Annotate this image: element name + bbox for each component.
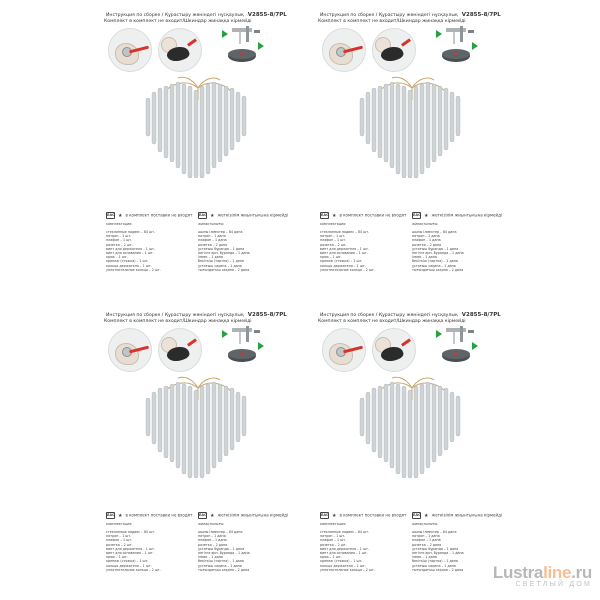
chandelier-image <box>145 376 247 479</box>
specs-left-list: стеклянные подвес – 84 шт. патрон – 1 шт… <box>320 230 375 272</box>
specs-left-header: комплектация: <box>106 222 133 226</box>
mounting-diagram <box>222 326 264 362</box>
eac-logo-kz-icon: ЕАС <box>198 512 207 519</box>
eac-logo-icon: EAC <box>320 212 329 219</box>
specs-left-header: комплектация: <box>106 522 133 526</box>
specs-left-list: стеклянные подвес – 84 шт. патрон – 1 шт… <box>106 230 161 272</box>
star-icon: ★ <box>210 212 215 219</box>
specs-right-list: шыны ілмектер – 84 дана патрон – 1 дана … <box>198 530 250 572</box>
not-included-label-kz: жеткізілім жиынтығына кірмейді <box>217 512 288 518</box>
icon-row: EAC★в комплект поставки не входят <box>106 512 192 519</box>
card-subtitle: Комплект в комплект не входит/Шкиндар жи… <box>318 19 466 24</box>
instruction-card: Инструкция по сборке / Құрастыру жөнінде… <box>314 12 514 272</box>
not-included-label-kz: жеткізілім жиынтығына кірмейді <box>431 212 502 218</box>
step-image-tool <box>158 28 202 72</box>
step-image-screw <box>322 28 366 72</box>
eac-logo-kz-icon: ЕАС <box>412 512 421 519</box>
card-title: Инструкция по сборке / Құрастыру жөнінде… <box>320 312 501 318</box>
chandelier-image <box>145 76 247 179</box>
mounting-diagram <box>436 326 478 362</box>
step-image-tool <box>372 328 416 372</box>
watermark-tagline: СВЕТЛЫЙ ДОМ <box>515 581 592 588</box>
step-image-screw <box>108 28 152 72</box>
step-image-tool <box>158 328 202 372</box>
icon-row-kz: ЕАС★жеткізілім жиынтығына кірмейді <box>412 212 502 219</box>
specs-right-list: шыны ілмектер – 84 дана патрон – 1 дана … <box>198 230 250 272</box>
icon-row-kz: ЕАС★жеткізілім жиынтығына кірмейді <box>198 512 288 519</box>
icon-row: EAC★в комплект поставки не входят <box>320 512 406 519</box>
card-title: Инструкция по сборке / Құрастыру жөнінде… <box>320 12 501 18</box>
specs-right-header: жинақтылығы: <box>198 222 225 226</box>
star-icon: ★ <box>424 512 429 519</box>
instruction-card: Инструкция по сборке / Құрастыру жөнінде… <box>100 12 300 272</box>
star-icon: ★ <box>210 512 215 519</box>
watermark-brand: Lustraline.ru <box>492 563 592 582</box>
not-included-label: в комплект поставки не входят <box>125 212 193 218</box>
not-included-label: в комплект поставки не входят <box>339 512 407 518</box>
instruction-card: Инструкция по сборке / Құрастыру жөнінде… <box>100 312 300 572</box>
card-subtitle: Комплект в комплект не входит/Шкиндар жи… <box>104 319 252 324</box>
star-icon: ★ <box>118 512 123 519</box>
card-title: Инструкция по сборке / Құрастыру жөнінде… <box>106 12 287 18</box>
mounting-diagram <box>436 26 478 62</box>
card-subtitle: Комплект в комплект не входит/Шкиндар жи… <box>318 319 466 324</box>
star-icon: ★ <box>332 212 337 219</box>
specs-left-list: стеклянные подвес – 84 шт. патрон – 1 шт… <box>106 530 161 572</box>
watermark: Lustraline.ru СВЕТЛЫЙ ДОМ <box>493 563 592 588</box>
specs-left-header: комплектация: <box>320 222 347 226</box>
specs-right-list: шыны ілмектер – 84 дана патрон – 1 дана … <box>412 230 464 272</box>
card-title: Инструкция по сборке / Құрастыру жөнінде… <box>106 312 287 318</box>
chandelier-image <box>359 376 461 479</box>
instruction-card: Инструкция по сборке / Құрастыру жөнінде… <box>314 312 514 572</box>
icon-row: EAC★в комплект поставки не входят <box>320 212 406 219</box>
eac-logo-kz-icon: ЕАС <box>412 212 421 219</box>
not-included-label-kz: жеткізілім жиынтығына кірмейді <box>217 212 288 218</box>
specs-right-header: жинақтылығы: <box>198 522 225 526</box>
icon-row-kz: ЕАС★жеткізілім жиынтығына кірмейді <box>412 512 502 519</box>
icon-row-kz: ЕАС★жеткізілім жиынтығына кірмейді <box>198 212 288 219</box>
step-image-screw <box>108 328 152 372</box>
eac-logo-icon: EAC <box>106 212 115 219</box>
specs-right-list: шыны ілмектер – 84 дана патрон – 1 дана … <box>412 530 464 572</box>
not-included-label: в комплект поставки не входят <box>339 212 407 218</box>
eac-logo-icon: EAC <box>106 512 115 519</box>
mounting-diagram <box>222 26 264 62</box>
specs-left-header: комплектация: <box>320 522 347 526</box>
eac-logo-kz-icon: ЕАС <box>198 212 207 219</box>
star-icon: ★ <box>332 512 337 519</box>
chandelier-image <box>359 76 461 179</box>
star-icon: ★ <box>424 212 429 219</box>
step-image-screw <box>322 328 366 372</box>
specs-right-header: жинақтылығы: <box>412 222 439 226</box>
star-icon: ★ <box>118 212 123 219</box>
card-subtitle: Комплект в комплект не входит/Шкиндар жи… <box>104 19 252 24</box>
not-included-label-kz: жеткізілім жиынтығына кірмейді <box>431 512 502 518</box>
step-image-tool <box>372 28 416 72</box>
specs-right-header: жинақтылығы: <box>412 522 439 526</box>
icon-row: EAC★в комплект поставки не входят <box>106 212 192 219</box>
eac-logo-icon: EAC <box>320 512 329 519</box>
not-included-label: в комплект поставки не входят <box>125 512 193 518</box>
specs-left-list: стеклянные подвес – 84 шт. патрон – 1 шт… <box>320 530 375 572</box>
